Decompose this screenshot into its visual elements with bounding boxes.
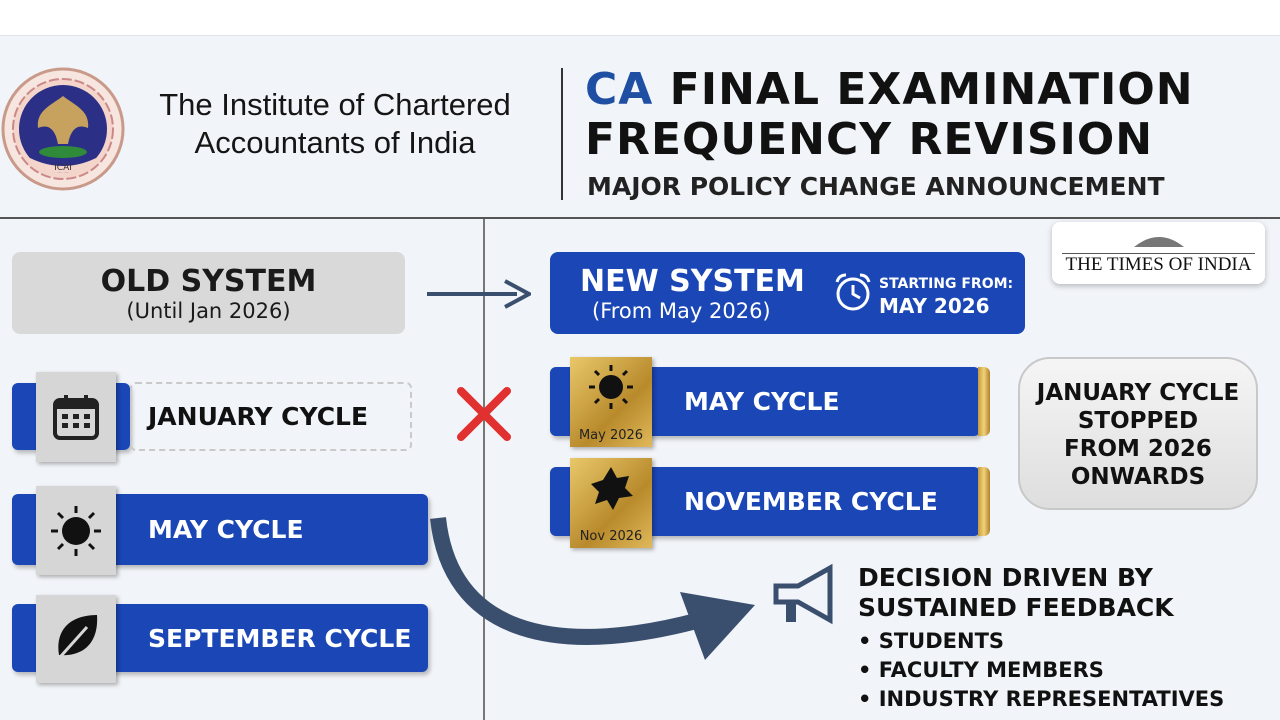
january-cycle-label: JANUARY CYCLE xyxy=(130,382,412,451)
svg-text:ICAI: ICAI xyxy=(54,163,72,173)
old-may-cycle-label: MAY CYCLE xyxy=(148,515,304,544)
page-subtitle: MAJOR POLICY CHANGE ANNOUNCEMENT xyxy=(587,172,1165,201)
source-badge: THE TIMES OF INDIA xyxy=(1052,222,1265,284)
column-divider xyxy=(483,219,485,720)
megaphone-icon xyxy=(773,563,833,625)
leaf-icon xyxy=(591,467,633,510)
calendar-tile xyxy=(36,372,116,462)
page-title: CA FINAL EXAMINATION xyxy=(585,64,1194,115)
page-title-line2: FREQUENCY REVISION xyxy=(585,114,1154,165)
notice-line: JANUARY CYCLE xyxy=(1036,380,1240,406)
cross-icon xyxy=(457,387,511,441)
starting-label: STARTING FROM: xyxy=(879,276,1014,292)
january-stopped-notice: JANUARY CYCLE STOPPED FROM 2026 ONWARDS xyxy=(1018,357,1258,510)
sun-icon xyxy=(51,505,101,556)
leaf-icon xyxy=(51,615,98,667)
leaf-tile xyxy=(36,595,116,683)
new-system-title: NEW SYSTEM xyxy=(580,263,805,299)
icai-logo: ICAI xyxy=(1,67,125,191)
nov-badge-label: Nov 2026 xyxy=(579,529,643,544)
old-system-title: OLD SYSTEM xyxy=(100,263,317,299)
feedback-title-2: SUSTAINED FEEDBACK xyxy=(858,593,1174,622)
feedback-item: • STUDENTS xyxy=(858,629,1005,653)
new-may-cycle-label: MAY CYCLE xyxy=(684,387,840,416)
org-line-1: The Institute of Chartered xyxy=(159,87,511,122)
gold-cap xyxy=(978,367,990,436)
source-name: THE TIMES OF INDIA xyxy=(1062,253,1255,276)
curved-arrow-icon xyxy=(430,517,755,660)
arrow-right-icon xyxy=(427,279,531,309)
organization-name: The Institute of Chartered Accountants o… xyxy=(135,86,535,162)
starting-from: STARTING FROM: MAY 2026 xyxy=(879,273,1013,317)
september-cycle-label: SEPTEMBER CYCLE xyxy=(148,623,412,653)
old-system-box: OLD SYSTEM (Until Jan 2026) xyxy=(12,252,405,334)
header-divider xyxy=(561,68,563,200)
feedback-item: • FACULTY MEMBERS xyxy=(858,658,1104,682)
starting-value: MAY 2026 xyxy=(879,294,990,318)
sun-icon xyxy=(589,365,633,409)
november-cycle-label: NOVEMBER CYCLE xyxy=(684,487,938,516)
feedback-item: • INDUSTRY REPRESENTATIVES xyxy=(858,687,1225,711)
feedback-title-1: DECISION DRIVEN BY xyxy=(858,563,1153,592)
title-rest: FINAL EXAMINATION xyxy=(669,64,1194,115)
alarm-clock-icon xyxy=(835,273,871,311)
may-badge-label: May 2026 xyxy=(578,428,644,443)
calendar-icon xyxy=(53,395,99,440)
new-system-box: NEW SYSTEM (From May 2026) xyxy=(550,252,1025,334)
nov-2026-badge: Nov 2026 xyxy=(570,458,652,548)
may-2026-badge: May 2026 xyxy=(570,357,652,447)
notice-line: ONWARDS xyxy=(1070,464,1206,490)
old-system-period: (Until Jan 2026) xyxy=(126,298,291,323)
org-line-2: Accountants of India xyxy=(194,125,476,160)
title-ca: CA xyxy=(585,64,654,115)
new-system-period: (From May 2026) xyxy=(592,298,771,323)
notice-line: FROM 2026 xyxy=(1064,436,1212,462)
toi-emblem-icon xyxy=(1133,237,1184,247)
section-divider xyxy=(0,217,1280,219)
notice-line: STOPPED xyxy=(1077,408,1199,434)
sun-tile xyxy=(36,486,116,575)
gold-cap xyxy=(978,467,990,536)
